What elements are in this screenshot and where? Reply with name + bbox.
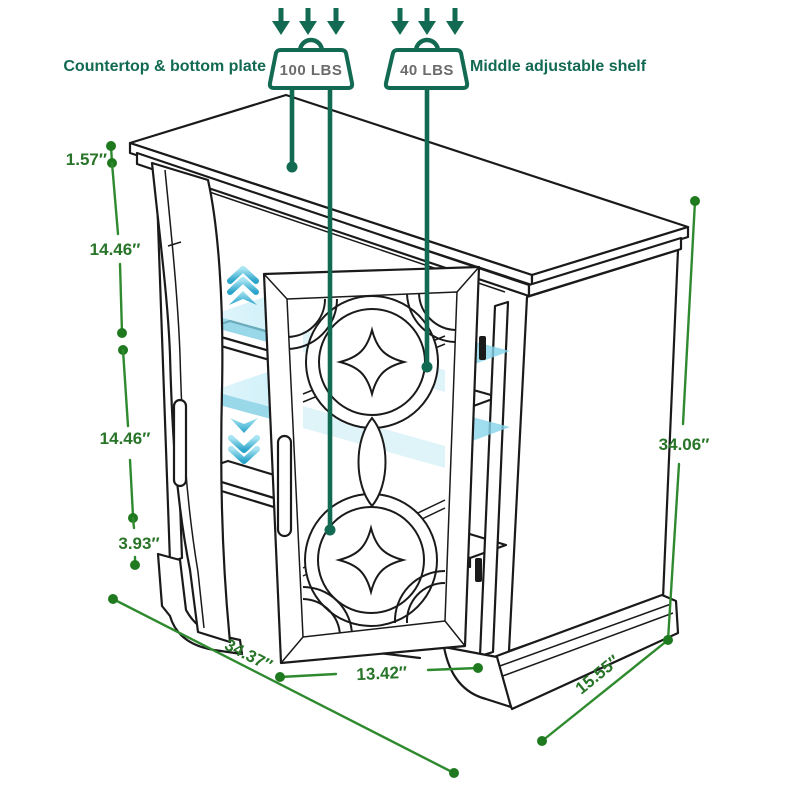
leader-dot-shelf: [421, 361, 433, 373]
fretwork-door-handle: [276, 434, 293, 538]
countertop-load-label: Countertop & bottom plate: [63, 58, 266, 75]
shelf-adjust-down-icon: [228, 418, 260, 464]
dim-upper-compartment: 14.46″: [90, 161, 141, 338]
load-leader-lines: [286, 88, 433, 536]
dim-countertop-thickness: 1.57″: [66, 141, 117, 169]
dim-lower-compartment: 14.46″: [100, 345, 151, 523]
weight-40lbs-label: 40 LBS: [400, 62, 454, 79]
cabinet-right-panel: [507, 248, 680, 653]
weight-40lbs-icon: 40 LBS: [383, 37, 470, 90]
dim-countertop-thickness-label: 1.57″: [66, 150, 107, 169]
weight-100lbs-label: 100 LBS: [280, 62, 343, 79]
shelf-adjust-up-icon: [227, 266, 259, 305]
dim-overall-height-label: 34.06″: [659, 435, 710, 454]
dim-lower-compartment-label: 14.46″: [100, 429, 151, 448]
leader-dot-bottom-plate: [324, 524, 336, 536]
cabinet-line-art: [128, 93, 690, 711]
dim-base-height: 3.93″: [118, 516, 160, 570]
cabinet-base-left: [156, 552, 244, 656]
dim-base-height-label: 3.93″: [118, 534, 159, 553]
fretwork-diamond-bottom: [335, 524, 407, 596]
hinge-top-icon: [479, 336, 486, 360]
left-door-open: [150, 161, 232, 644]
dim-overall-height: 34.06″: [659, 196, 710, 645]
shelf-load-label: Middle adjustable shelf: [470, 58, 647, 75]
hinge-stile: [478, 300, 510, 658]
cabinet-base-front: [442, 645, 513, 709]
hinge-bottom-icon: [475, 558, 482, 582]
left-door-handle: [172, 398, 188, 488]
fretwork-door-open: [262, 265, 481, 665]
load-arrows-right-icon: [391, 8, 464, 35]
fretwork-diamond-top: [336, 326, 408, 398]
dim-upper-compartment-label: 14.46″: [90, 240, 141, 259]
dim-door-width-label: 13.42″: [356, 663, 407, 684]
leader-dot-countertop: [286, 161, 298, 173]
load-arrows-left-icon: [272, 8, 345, 35]
dim-door-width: 13.42″: [275, 663, 483, 684]
weight-100lbs-icon: 100 LBS: [267, 37, 355, 90]
fretwork-lens: [357, 416, 387, 508]
